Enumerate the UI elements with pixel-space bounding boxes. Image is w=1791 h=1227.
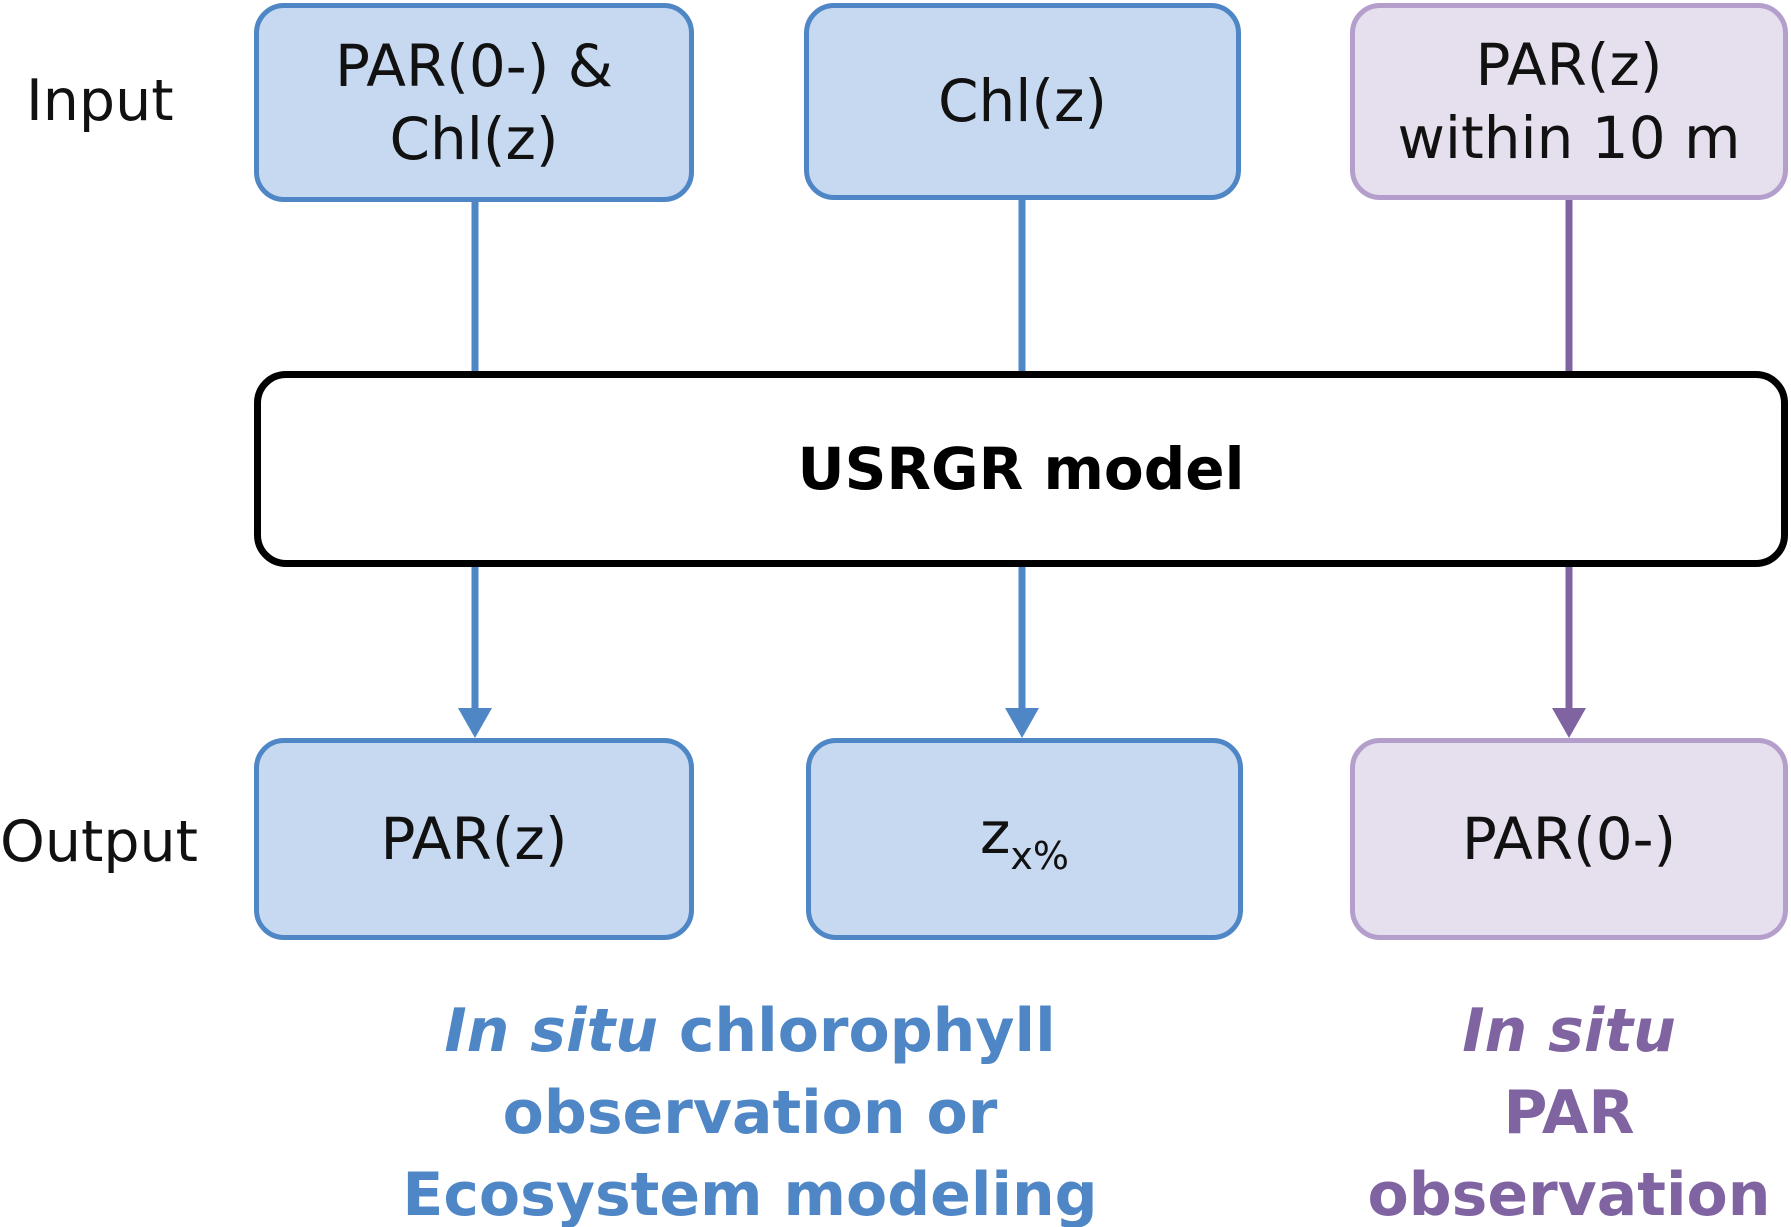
caption-left-line2: observation or (502, 1078, 998, 1148)
output-box-parz: PAR(z) (254, 738, 694, 940)
caption-left-rest: chlorophyll (657, 996, 1056, 1066)
input-box-parz-10m: PAR(z) within 10 m (1350, 3, 1788, 200)
input-box-parz-10m-line2: within 10 m (1397, 103, 1741, 172)
arrow-output-1-head (458, 708, 492, 738)
output-box-zx-label: zx% (980, 797, 1069, 880)
input-row-label: Input (26, 68, 174, 134)
caption-right-line3: observation (1367, 1160, 1771, 1227)
caption-right-line1: In situ (1462, 996, 1676, 1066)
arrow-output-3-head (1552, 708, 1586, 738)
caption-left-line1: In situ chlorophyll (390, 990, 1110, 1072)
output-box-zx-subscript: x% (1010, 834, 1070, 879)
caption-chlorophyll-source: In situ chlorophyll observation or Ecosy… (390, 990, 1110, 1227)
input-box-par0-chl-line2: Chl(z) (389, 104, 559, 173)
arrow-output-2-head (1005, 708, 1039, 738)
output-box-par0-label: PAR(0-) (1461, 804, 1677, 873)
usrgr-model-label: USRGR model (797, 435, 1245, 503)
input-box-chl: Chl(z) (804, 3, 1241, 200)
output-box-zx-base: z (979, 799, 1011, 868)
output-row-label: Output (0, 809, 198, 875)
output-box-zx: zx% (806, 738, 1243, 940)
input-box-parz-10m-line1: PAR(z) (1475, 31, 1663, 99)
input-box-par0-chl: PAR(0-) & Chl(z) (254, 3, 694, 202)
caption-left-line3: Ecosystem modeling (402, 1160, 1098, 1227)
caption-right-line2: PAR (1503, 1078, 1635, 1148)
output-box-parz-label: PAR(z) (380, 804, 568, 873)
caption-par-source: In situ PAR observation (1330, 990, 1791, 1227)
input-box-par0-chl-line1: PAR(0-) & (335, 32, 613, 100)
usrgr-model-box: USRGR model (254, 371, 1788, 567)
input-box-chl-label: Chl(z) (937, 67, 1108, 136)
output-box-par0: PAR(0-) (1350, 738, 1788, 940)
caption-left-italic: In situ (444, 996, 658, 1066)
